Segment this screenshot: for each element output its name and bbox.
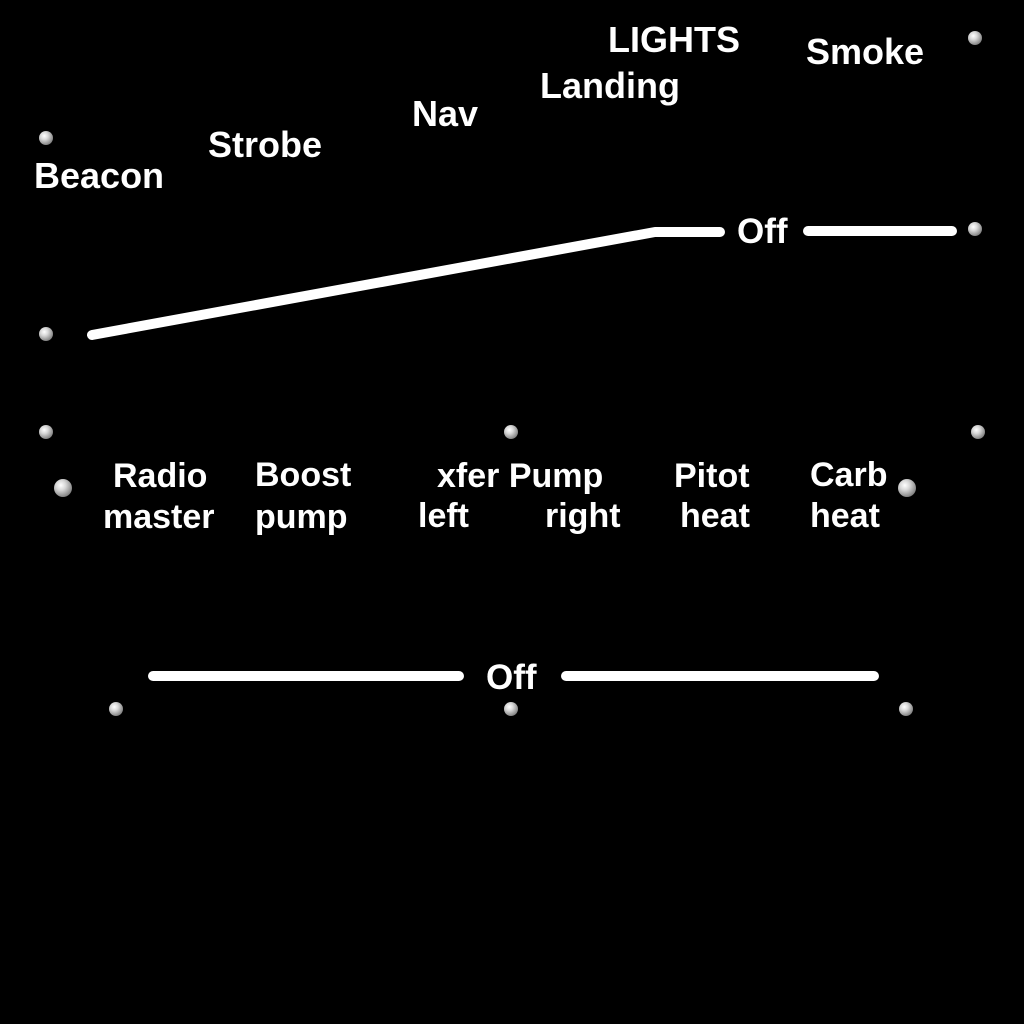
screw-icon xyxy=(968,31,982,45)
pitot-heat-label-line1: Pitot xyxy=(674,457,750,495)
screw-icon xyxy=(54,479,72,497)
smoke-switch-label: Smoke xyxy=(806,31,925,72)
nav-switch-label: Nav xyxy=(412,93,479,134)
boost-pump-label-line2: pump xyxy=(255,498,348,536)
screw-icon xyxy=(971,425,985,439)
beacon-switch-label: Beacon xyxy=(34,155,165,196)
carb-heat-label-line2: heat xyxy=(810,497,880,535)
radio-master-label-line2: master xyxy=(103,498,215,536)
systems-off-guide-line-right xyxy=(561,671,879,681)
xfer-pump-label: xfer Pump xyxy=(437,457,604,495)
screw-icon xyxy=(968,222,982,236)
screw-icon xyxy=(39,131,53,145)
boost-pump-label-line1: Boost xyxy=(255,456,352,494)
screw-icon xyxy=(899,702,913,716)
radio-master-label-line1: Radio xyxy=(113,457,208,495)
pitot-heat-label-line2: heat xyxy=(680,497,750,535)
screw-icon xyxy=(39,425,53,439)
lights-off-guide-line-left xyxy=(87,227,725,340)
screw-icon xyxy=(504,425,518,439)
landing-switch-label: Landing xyxy=(540,65,680,106)
lights-off-label: Off xyxy=(737,212,788,251)
xfer-pump-right-label: right xyxy=(545,497,621,535)
systems-off-label: Off xyxy=(486,658,537,697)
screw-icon xyxy=(109,702,123,716)
screw-icon xyxy=(39,327,53,341)
xfer-pump-left-label: left xyxy=(418,497,469,535)
screw-icon xyxy=(898,479,916,497)
strobe-switch-label: Strobe xyxy=(208,124,323,165)
screw-icon xyxy=(504,702,518,716)
carb-heat-label-line1: Carb xyxy=(810,456,888,494)
lights-section-title: LIGHTS xyxy=(608,19,740,60)
systems-off-guide-line-left xyxy=(148,671,464,681)
